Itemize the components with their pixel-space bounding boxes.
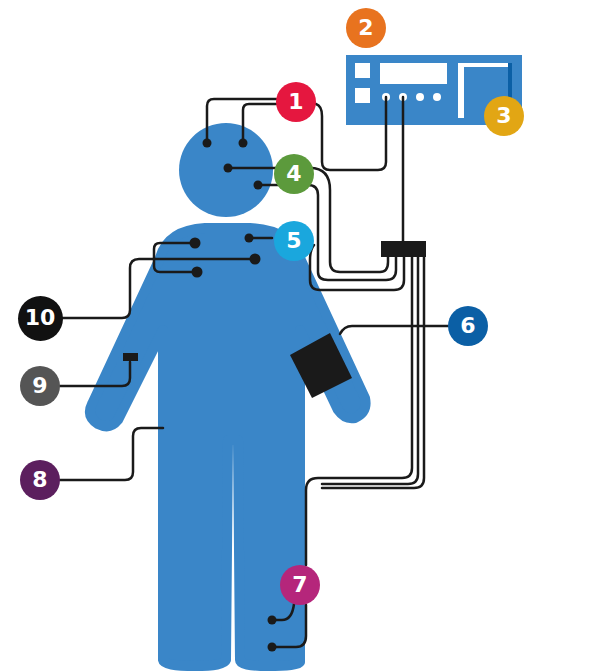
callout-number: 3 bbox=[496, 105, 511, 127]
callout-number: 1 bbox=[288, 91, 303, 113]
blood-pressure-cuff bbox=[290, 333, 352, 398]
callout-circle: 3 bbox=[484, 96, 524, 136]
callout-circle: 8 bbox=[20, 460, 60, 500]
callout-circle: 7 bbox=[280, 565, 320, 605]
callout-circle: 4 bbox=[274, 154, 314, 194]
callout-number: 4 bbox=[286, 163, 301, 185]
callout-circle: 1 bbox=[276, 82, 316, 122]
person-figure bbox=[90, 123, 366, 666]
callout-number: 6 bbox=[460, 315, 475, 337]
callout-circle: 2 bbox=[346, 8, 386, 48]
callout-number: 8 bbox=[32, 469, 47, 491]
callout-circle: 10 bbox=[18, 296, 63, 341]
connector-block bbox=[381, 241, 426, 257]
callout-circle: 6 bbox=[448, 306, 488, 346]
callout-number: 9 bbox=[32, 375, 47, 397]
callout-number: 5 bbox=[286, 230, 301, 252]
callout-circle: 5 bbox=[274, 221, 314, 261]
wires bbox=[60, 97, 448, 647]
callout-number: 10 bbox=[25, 307, 56, 329]
callout-circle: 9 bbox=[20, 366, 60, 406]
callout-number: 7 bbox=[292, 574, 307, 596]
pulse-oximeter bbox=[123, 353, 138, 361]
electrodes bbox=[190, 139, 277, 652]
callout-number: 2 bbox=[358, 17, 373, 39]
